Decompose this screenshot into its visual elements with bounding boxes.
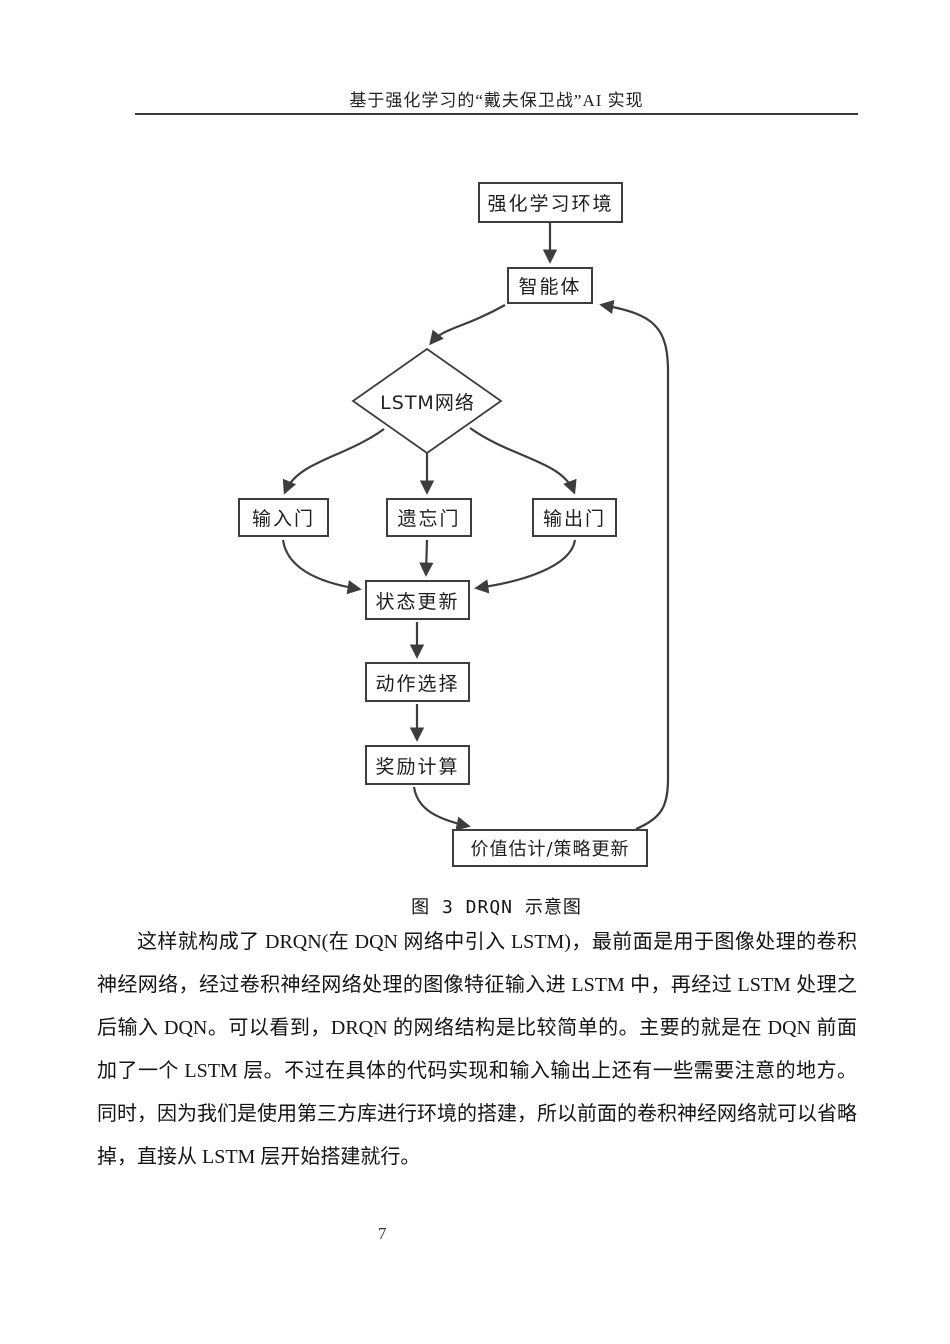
page-number: 7 xyxy=(378,1224,387,1243)
body-paragraph: 这样就构成了 DRQN(在 DQN 网络中引入 LSTM)，最前面是用于图像处理… xyxy=(97,931,857,1168)
arrow-input-gate-to-state xyxy=(281,539,362,595)
flowchart-node-input-gate: 输入门 xyxy=(238,498,329,537)
flowchart-node-action-select: 动作选择 xyxy=(365,662,470,702)
arrow-value-to-agent-loop xyxy=(599,299,670,831)
flowchart-node-lstm-label: LSTM网络 xyxy=(380,391,475,414)
arrow-forget-gate-to-state xyxy=(419,539,434,577)
arrow-lstm-to-input-gate xyxy=(282,428,385,495)
arrow-output-gate-to-state xyxy=(474,539,577,594)
flowchart-node-output-gate: 输出门 xyxy=(532,498,617,537)
flowchart-node-forget-gate: 遗忘门 xyxy=(386,498,472,537)
header-rule xyxy=(135,113,858,115)
flowchart-node-state-update: 状态更新 xyxy=(365,580,470,620)
arrow-agent-to-lstm xyxy=(429,304,506,346)
flowchart-node-agent: 智能体 xyxy=(507,267,593,304)
flowchart-node-reward-calc: 奖励计算 xyxy=(365,745,470,785)
page-header-title: 基于强化学习的“戴夫保卫战”AI 实现 xyxy=(349,91,644,110)
arrow-lstm-to-output-gate xyxy=(469,427,577,495)
arrow-reward-to-value xyxy=(412,786,471,831)
figure-caption: 图 3 DRQN 示意图 xyxy=(411,897,582,918)
flowchart-node-value-policy: 价值估计/策略更新 xyxy=(452,829,648,867)
flowchart-node-environment: 强化学习环境 xyxy=(478,182,623,223)
